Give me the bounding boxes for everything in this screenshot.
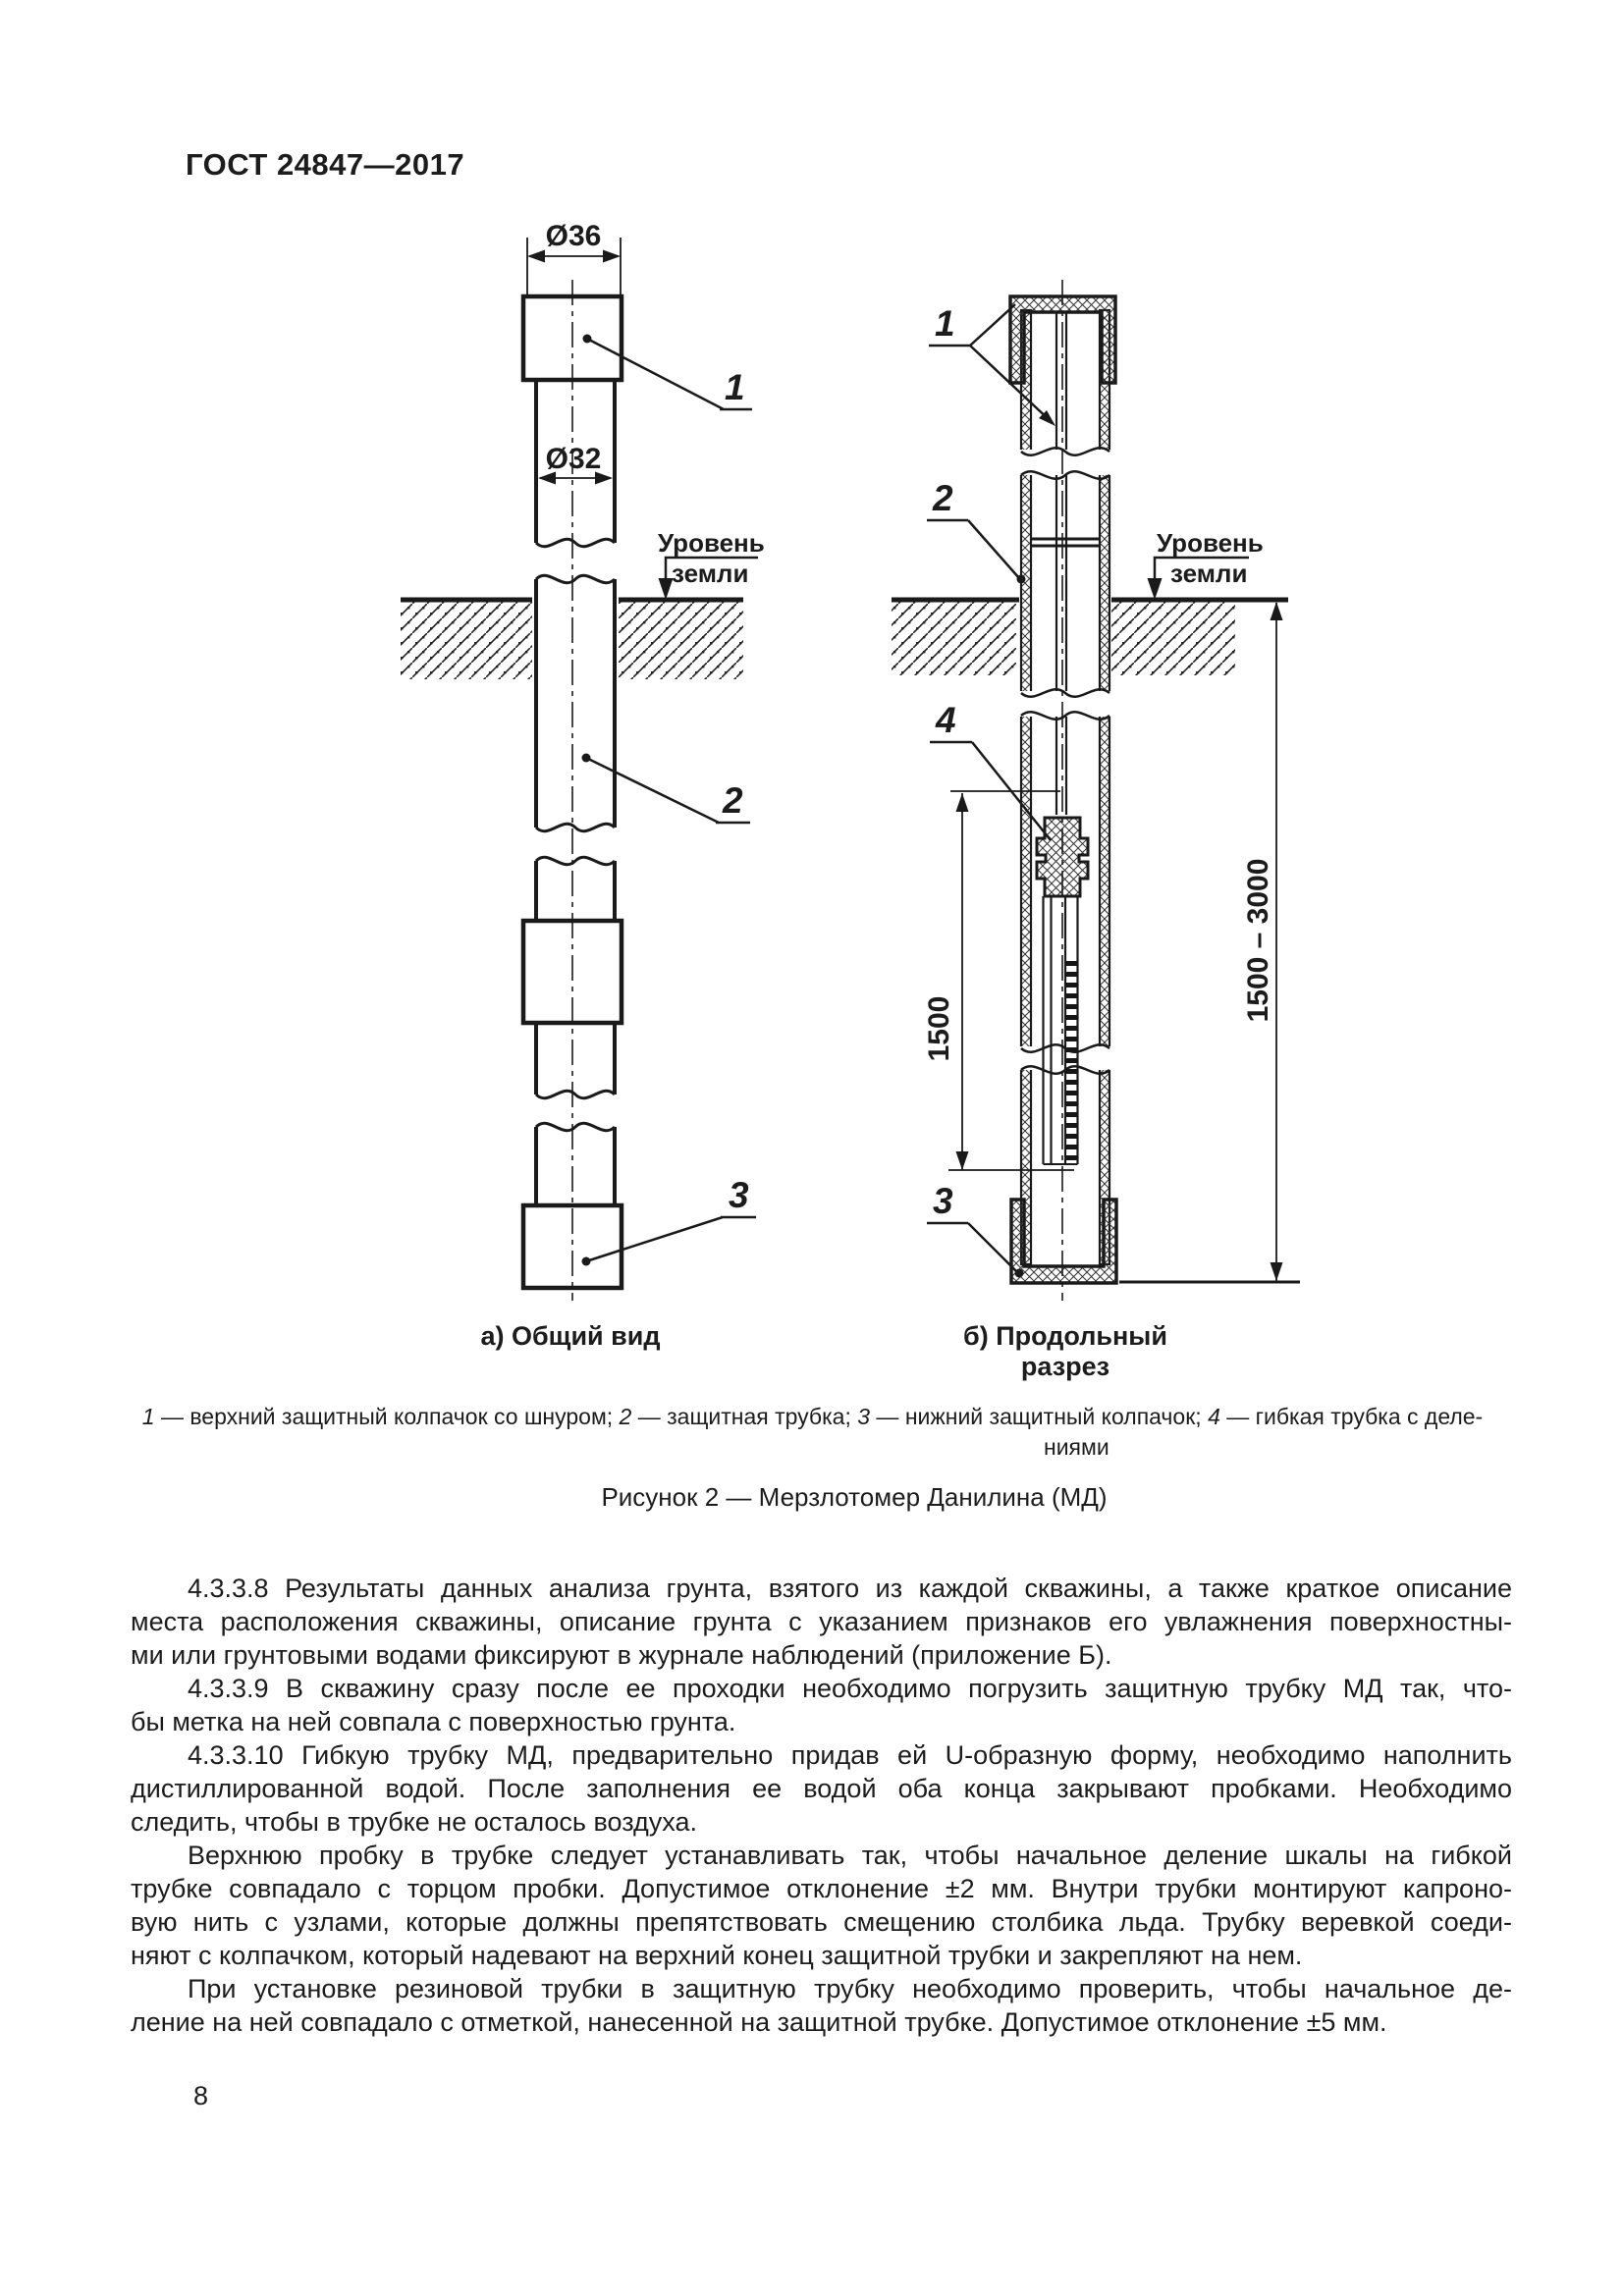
body-line: трубке совпадало с торцом пробки. Допуст… — [131, 1874, 1512, 1903]
page-number: 8 — [193, 2081, 209, 2110]
figure-caption: Рисунок 2 — Мерзлотомер Данилина (МД) — [601, 1482, 1108, 1512]
part-label-3-a: 3 — [729, 1175, 749, 1215]
legend-text-3: — нижний защитный колпачок; — [870, 1404, 1209, 1429]
figure-legend-line2: ниями — [1044, 1434, 1109, 1460]
ground-level-label-b-line2: земли — [1170, 559, 1248, 588]
part-label-1-a: 1 — [725, 367, 745, 407]
ground-level-label-a-line1: Уровень — [658, 528, 765, 558]
document-code: ГОСТ 24847—2017 — [186, 147, 465, 182]
legend-number-3: 3 — [857, 1404, 871, 1429]
body-line: Верхнюю пробку в трубке следует устанавл… — [188, 1841, 1512, 1870]
body-line: 4.3.3.9 В скважину сразу после ее проход… — [188, 1674, 1512, 1703]
part-label-2-b: 2 — [933, 478, 953, 518]
body-line: следить, чтобы в трубке не осталось возд… — [131, 1807, 697, 1837]
subfigure-b-caption: б) Продольный разрез — [963, 1321, 1167, 1381]
body-line: ление на ней совпадало с отметкой, нанес… — [131, 2007, 1387, 2037]
part-label-1-b: 1 — [935, 303, 955, 344]
part-label-2-a: 2 — [723, 780, 743, 821]
body-line: 4.3.3.8 Результаты данных анализа грунта… — [188, 1574, 1512, 1603]
legend-text-1: — верхний защитный колпачок со шнуром; — [154, 1404, 620, 1429]
dimension-d36: Ø36 — [545, 220, 602, 252]
body-text: 4.3.3.8 Результаты данных анализа грунта… — [131, 1572, 1512, 2039]
body-line: дистиллированной водой. После заполнения… — [131, 1774, 1512, 1803]
body-line: вую нить с узлами, которые должны препят… — [131, 1907, 1512, 1937]
part-label-4-b: 4 — [936, 700, 956, 740]
legend-number-1: 1 — [141, 1404, 155, 1429]
subfigure-a-caption: а) Общий вид — [480, 1321, 661, 1351]
legend-text-4: — гибкая трубка с деле- — [1219, 1404, 1484, 1429]
figure-legend-line1: 1 — верхний защитный колпачок со шнуром;… — [108, 1404, 1517, 1430]
body-line: При установке резиновой трубки в защитну… — [188, 1974, 1512, 2003]
part-label-3-b: 3 — [933, 1181, 953, 1221]
dimension-1500: 1500 — [923, 995, 955, 1062]
body-line: ми или грунтовыми водами фиксируют в жур… — [131, 1640, 1112, 1670]
figure-a-general-view — [401, 238, 758, 1301]
ground-level-label-b-line1: Уровень — [1157, 528, 1264, 558]
legend-number-4: 4 — [1208, 1404, 1220, 1429]
figure-b-section-view — [892, 280, 1300, 1301]
body-line: няют с колпачком, который надевают на ве… — [131, 1941, 1303, 1970]
body-line: 4.3.3.10 Гибкую трубку МД, предварительн… — [188, 1740, 1512, 1770]
ground-level-label-a-line2: земли — [672, 559, 749, 588]
body-line: бы метка на ней совпала с поверхностью г… — [131, 1707, 736, 1736]
legend-number-2: 2 — [619, 1404, 632, 1429]
body-line: места расположения скважины, описание гр… — [131, 1607, 1512, 1636]
dimension-1500-3000: 1500 – 3000 — [1242, 858, 1274, 1023]
legend-text-2: — защитная трубка; — [631, 1404, 858, 1429]
dimension-d32: Ø32 — [545, 443, 602, 475]
